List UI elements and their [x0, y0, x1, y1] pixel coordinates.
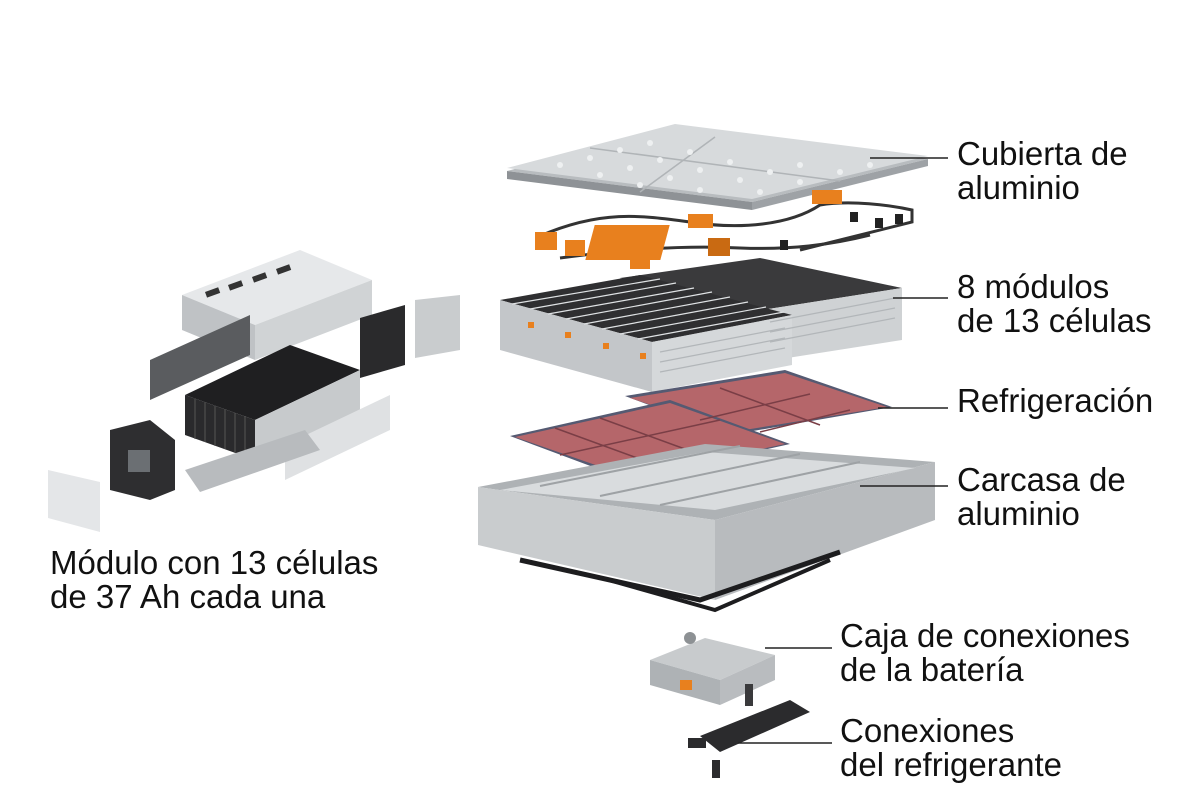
leader-lines — [738, 157, 948, 744]
label-cooling: Refrigeración — [957, 382, 1154, 419]
junction-box — [650, 632, 775, 705]
aluminum-housing — [478, 444, 935, 613]
coolant-connectors — [688, 684, 810, 778]
battery-modules — [500, 258, 902, 392]
single-module-exploded — [48, 250, 460, 532]
orange-wiring-harness — [535, 190, 914, 269]
cooling-plates — [510, 370, 892, 480]
aluminum-cover-plate — [507, 124, 928, 210]
